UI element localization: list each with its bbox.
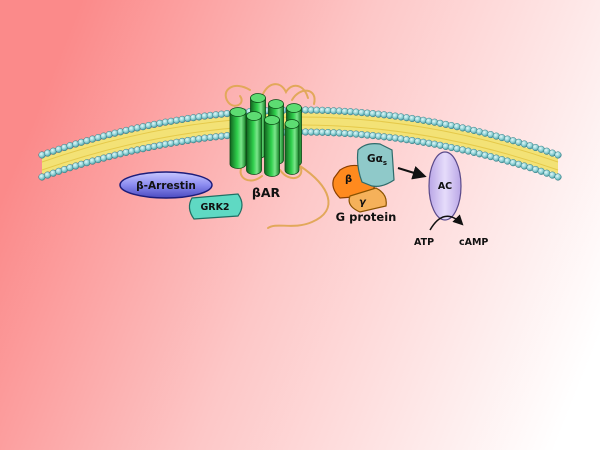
- lipid-head-inner: [133, 146, 141, 154]
- transmembrane-helix-cap: [229, 107, 247, 117]
- extracellular-loop: [261, 83, 309, 99]
- extracellular-loop-2: [291, 89, 316, 105]
- activation-arrow: [397, 166, 427, 180]
- g-alpha-label-main: Gα: [367, 153, 383, 165]
- transmembrane-helix: [246, 115, 262, 175]
- atp-label: ATP: [414, 237, 434, 248]
- grk2: GRK2: [188, 193, 243, 220]
- adenylyl-cyclase-label: AC: [438, 181, 452, 192]
- receptor-label: βAR: [252, 185, 281, 200]
- g-alpha-label-sub: s: [383, 159, 387, 167]
- beta-adrenergic-receptor: [229, 93, 302, 177]
- intracellular-loop: [239, 165, 263, 182]
- receptor-loops: [224, 83, 330, 229]
- transmembrane-helix: [284, 123, 300, 175]
- g-protein-label: G protein: [336, 210, 397, 224]
- camp-label: cAMP: [459, 237, 488, 248]
- adenylyl-cyclase-shape: [428, 151, 462, 221]
- transmembrane-helix-cap: [246, 111, 262, 121]
- transmembrane-helix-cap: [284, 119, 300, 129]
- beta-arrestin-shape: [119, 171, 213, 199]
- intracellular-loop-2: [279, 165, 303, 180]
- lipid-head-outer: [554, 151, 562, 159]
- lipid-head-outer: [133, 124, 141, 132]
- grk2-label: GRK2: [200, 202, 229, 213]
- adenylyl-cyclase: AC: [428, 151, 462, 221]
- g-protein: Gαs β γ G protein: [332, 143, 397, 224]
- beta-arrestin-label: β-Arrestin: [136, 180, 196, 192]
- lipid-head-outer: [453, 123, 461, 131]
- g-alpha-label: Gαs: [367, 153, 387, 167]
- lipid-head-inner: [453, 145, 461, 153]
- transmembrane-helix-cap: [286, 103, 302, 113]
- g-beta-label: β: [345, 174, 352, 185]
- transmembrane-helix-cap: [250, 93, 266, 103]
- g-alpha-subunit: [356, 143, 395, 187]
- transmembrane-helix-cap: [264, 115, 280, 125]
- beta-arrestin: β-Arrestin: [119, 171, 213, 199]
- g-gamma-label: γ: [359, 197, 367, 208]
- conversion-arrow: [429, 214, 464, 231]
- transmembrane-helix: [229, 111, 247, 169]
- n-terminus-loop: [224, 84, 251, 107]
- c-terminus-tail: [267, 165, 330, 229]
- g-gamma-subunit: [348, 187, 387, 213]
- lipid-head-inner: [554, 173, 562, 181]
- transmembrane-helix-cap: [268, 99, 284, 109]
- transmembrane-helix: [264, 119, 280, 177]
- grk2-shape: [188, 193, 243, 220]
